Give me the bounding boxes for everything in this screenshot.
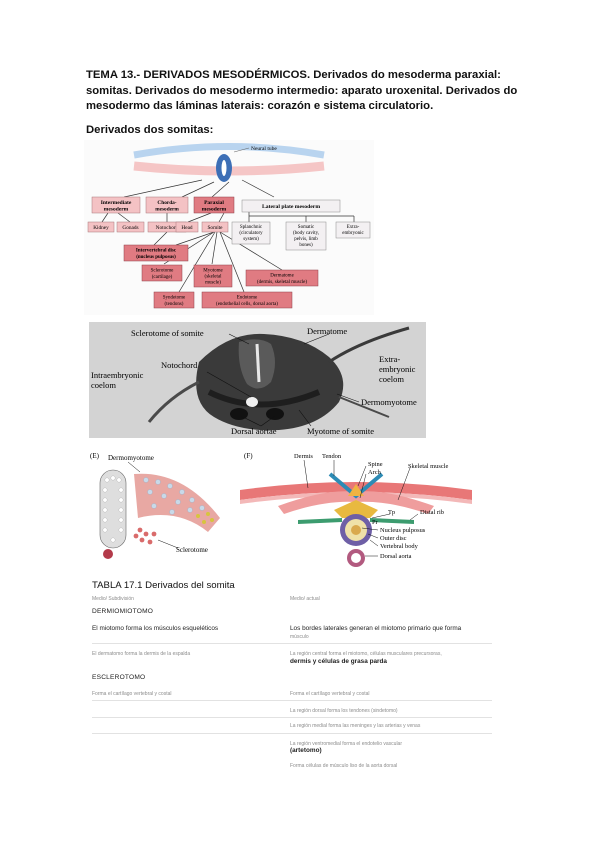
table-title: TABLA 17.1 Derivados del somita (92, 580, 235, 591)
box-splanchnic-2: (circulatory (239, 231, 263, 236)
label-sclerotome-of-somite: Sclerotome of somite (131, 328, 204, 338)
label-nucleus-pulposus: Nucleus pulposus (380, 527, 426, 534)
vertebra-panel-f: (F) Dermis Tendon Spine Arch Skeletal mu… (240, 452, 472, 567)
label-vertebral-body: Vertebral body (380, 543, 419, 550)
box-myotome-3: muscle) (205, 281, 221, 286)
box-intermediate-2: mesoderm (104, 207, 129, 213)
box-intermediate: Intermediate (101, 200, 132, 206)
label-intraembryonic-1: Intraembryonic (91, 370, 144, 380)
box-somatic-2: (body cavity, (293, 231, 319, 236)
box-chordamesoderm: Chorda- (157, 200, 176, 206)
table-header-right: Medio/ actual (290, 596, 320, 602)
box-paraxial: Paraxial (204, 200, 224, 206)
box-sclerotome: Sclerotome (151, 269, 175, 274)
table-row-3-left: Forma el cartílago vertebral y costal (92, 691, 172, 697)
table-row-3-right: Forma el cartílago vertebral y costal (290, 691, 370, 697)
label-panel-f: (F) (244, 452, 253, 460)
section-subhead: Derivados dos somitas: (86, 124, 214, 136)
box-intervertebral-disc-2: (nucleus pulposus) (136, 255, 176, 260)
box-dermatome-2: (dermis, skeletal muscle) (257, 280, 307, 285)
box-dermatome: Dermatome (270, 274, 294, 279)
box-gonads: Gonads (122, 225, 138, 231)
label-arch: Arch (368, 469, 382, 476)
label-extraembryonic-1: Extra- (379, 354, 400, 364)
label-dermis: Dermis (294, 453, 313, 460)
box-chordamesoderm-2: mesoderm (155, 207, 179, 213)
label-pr: Pr (372, 519, 379, 526)
box-syndetome-2: (tendons) (165, 302, 184, 307)
box-sclerotome-2: (cartilage) (152, 275, 173, 280)
table-row-1-right: Los bordes laterales generan el miotomo … (290, 625, 462, 632)
box-splanchnic: Splanchnic (240, 225, 263, 230)
label-tp: Tp (388, 509, 395, 516)
label-myotome-of-somite: Myotome of somite (307, 426, 374, 436)
somite-panel-e: (E) Dermomyotome Sclerotome (90, 452, 220, 559)
label-dermatome: Dermatome (307, 326, 347, 336)
label-panel-e: (E) (90, 452, 100, 460)
box-somatic-4: bones) (299, 243, 313, 248)
label-spine: Spine (368, 461, 383, 468)
box-endotome-2: (endothelial cells, dorsal aorta) (216, 302, 278, 307)
document-title: TEMA 13.- DERIVADOS MESODÉRMICOS. Deriva… (86, 69, 518, 112)
box-splanchnic-3: system) (243, 237, 259, 242)
label-distal-rib: Distal rib (420, 509, 444, 516)
box-lateral-plate: Lateral plate mesoderm (262, 204, 320, 210)
table-row-5-right: La región medial forma las meninges y la… (290, 723, 421, 729)
table-row-2-right-cont: dermis y células de grasa parda (290, 658, 387, 665)
box-intervertebral-disc: Intervertebral disc (136, 249, 177, 254)
embryo-section-micrograph: Sclerotome of somite Dermatome Extra- em… (89, 322, 426, 438)
table-section-sclerotome: ESCLEROTOMO (92, 674, 146, 681)
box-myotome: Myotome (203, 269, 223, 274)
label-neural-tube: Neural tube (251, 146, 277, 152)
box-kidney: Kidney (93, 225, 109, 231)
table-row-2-left: El dermatomo forma la dermis de la espal… (92, 651, 191, 657)
table-row-2-right: La región central forma el miotomo, célu… (290, 651, 442, 657)
table-row-1-left: El miotomo forma los músculos esquelétic… (92, 625, 219, 632)
box-head: Head (181, 225, 193, 231)
label-extraembryonic-2: embryonic (379, 364, 416, 374)
box-somite: Somite (207, 225, 223, 231)
box-somatic: Somatic (298, 225, 315, 230)
label-dermomyotome-e: Dermomyotome (108, 454, 154, 462)
label-tendon: Tendon (322, 453, 342, 460)
label-sclerotome-e: Sclerotome (176, 546, 208, 554)
table-row-4-right: La región dorsal forma los tendones (sin… (290, 708, 398, 714)
box-endotome: Endotome (237, 296, 258, 301)
label-dorsal-aorta: Dorsal aorta (380, 553, 412, 560)
table-section-dermomyotome: DERMIOMIOTOMO (92, 608, 154, 615)
box-syndetome: Syndetome (163, 296, 186, 301)
label-outer-disc: Outer disc (380, 535, 407, 542)
label-extraembryonic-3: coelom (379, 374, 404, 384)
table-row-6-right-cont: (artetomo) (290, 747, 322, 754)
table-row-1-right-cont: músculo (290, 634, 309, 640)
label-dorsal-aortae: Dorsal aortae (231, 426, 277, 436)
label-notochord: Notochord (161, 360, 198, 370)
box-myotome-2: (skeletal (205, 275, 223, 280)
table-row-6-right: La región ventromedial forma el endoteli… (290, 741, 403, 747)
label-intraembryonic-2: coelom (91, 380, 116, 390)
mesoderm-derivatives-diagram: Neural tube Intermediate mesoderm Chorda… (84, 140, 374, 315)
box-paraxial-2: mesoderm (202, 207, 227, 213)
table-header-left: Medio/ Subdivisión (92, 596, 134, 602)
box-extraembryonic: Extra- (347, 225, 360, 230)
table-row-7-right: Forma células de músculo liso de la aort… (290, 763, 398, 769)
box-notochord: Notochord (156, 225, 179, 231)
label-dermomyotome: Dermomyotome (361, 397, 417, 407)
box-somatic-3: pelvis, limb (294, 237, 318, 242)
box-extraembryonic-2: embryonic (342, 231, 364, 236)
label-skeletal-muscle: Skeletal muscle (408, 463, 448, 470)
